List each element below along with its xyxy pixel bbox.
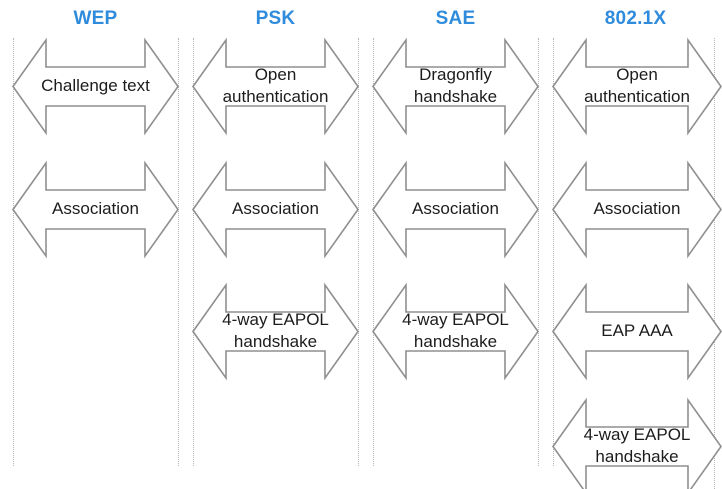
step-arrow-802-1x-association: Association — [553, 163, 721, 256]
step-arrow-wep-challenge-text: Challenge text — [13, 40, 178, 133]
step-label: Dragonfly handshake — [413, 65, 498, 106]
column-divider-left-wep — [13, 38, 14, 466]
step-arrow-psk-four-way-eapol-handshake: 4-way EAPOL handshake — [193, 285, 358, 378]
column-divider-wep-right — [178, 38, 179, 466]
step-label: Association — [593, 199, 681, 218]
step-label: Association — [232, 199, 319, 218]
step-label: 4-way EAPOL handshake — [402, 310, 509, 351]
column-title-wep: WEP — [73, 8, 118, 29]
step-arrow-wep-association: Association — [13, 163, 178, 256]
step-label: Challenge text — [41, 76, 150, 95]
column-title-psk: PSK — [255, 8, 296, 29]
column-divider-802-1x-right — [714, 38, 715, 489]
step-arrow-psk-association: Association — [193, 163, 358, 256]
column-divider-psk-left — [193, 38, 194, 466]
step-label: Open authentication — [222, 65, 329, 106]
step-label: Association — [412, 199, 499, 218]
step-arrow-802-1x-eap-aaa: EAP AAA — [553, 285, 721, 378]
step-arrow-sae-four-way-eapol-handshake: 4-way EAPOL handshake — [373, 285, 538, 378]
column-divider-psk-right — [358, 38, 359, 466]
column-title-sae: SAE — [435, 8, 476, 29]
step-arrow-802-1x-four-way-eapol-handshake: 4-way EAPOL handshake — [553, 400, 721, 489]
step-label: 4-way EAPOL handshake — [222, 310, 329, 351]
column-divider-802-1x-left — [553, 38, 554, 466]
step-arrow-802-1x-open-authentication: Open authentication — [553, 40, 721, 133]
column-title-802-1x: 802.1X — [604, 8, 667, 29]
step-arrow-sae-association: Association — [373, 163, 538, 256]
step-label: Open authentication — [584, 65, 690, 106]
step-label: Association — [52, 199, 139, 218]
step-label: 4-way EAPOL handshake — [583, 425, 691, 466]
step-label: EAP AAA — [601, 321, 673, 340]
column-divider-sae-right — [538, 38, 539, 466]
step-arrow-sae-dragonfly-handshake: Dragonfly handshake — [373, 40, 538, 133]
step-arrow-psk-open-authentication: Open authentication — [193, 40, 358, 133]
column-divider-sae-left — [373, 38, 374, 466]
